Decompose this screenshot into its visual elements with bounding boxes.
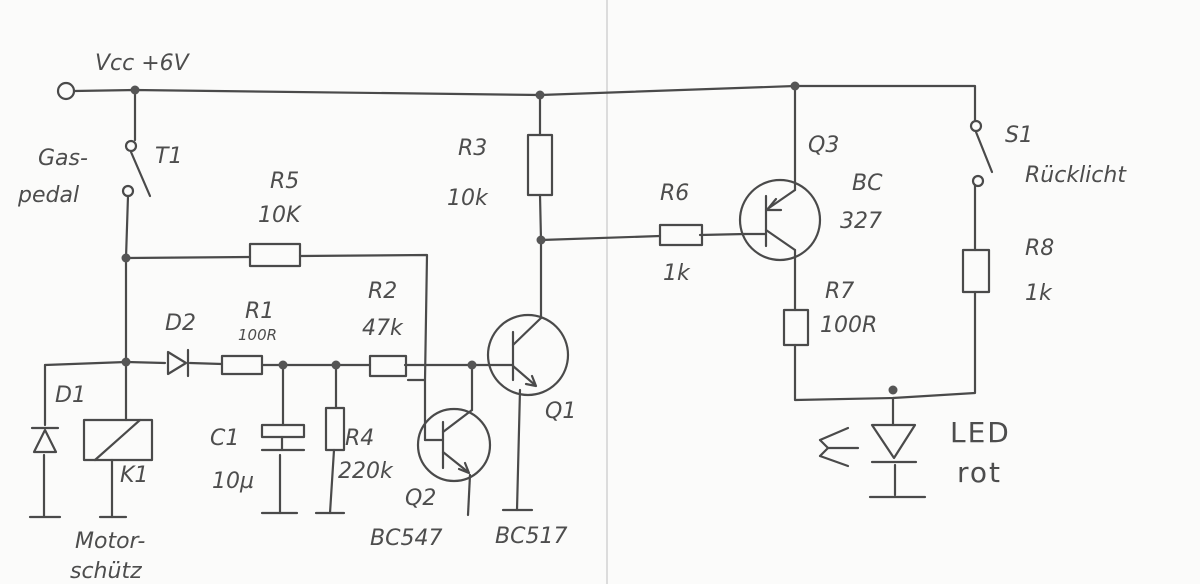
capacitor-c1 xyxy=(260,423,306,452)
relay-k1 xyxy=(82,418,154,462)
label-s1-desc: Rücklicht xyxy=(1025,163,1127,188)
resistor-r6 xyxy=(658,223,704,247)
label-r4-name: R4 xyxy=(345,426,374,451)
label-gas-1: Gas- xyxy=(38,146,88,171)
label-q3-name: Q3 xyxy=(808,133,839,158)
transistor-q2 xyxy=(416,407,492,483)
label-motor-2: schütz xyxy=(70,559,142,584)
label-r5-value: 10K xyxy=(258,203,302,228)
label-c1-name: C1 xyxy=(210,426,239,451)
label-r4-value: 220k xyxy=(338,459,394,484)
label-gas-2: pedal xyxy=(17,183,79,208)
labels: Vcc +6V T1 Gas- pedal R5 10K R3 10k R6 1… xyxy=(17,51,1127,584)
label-q2-name: Q2 xyxy=(405,486,436,511)
label-t1: T1 xyxy=(155,144,182,169)
label-q1-name: Q1 xyxy=(545,399,576,424)
label-r1-value: 100R xyxy=(238,326,277,344)
label-c1-value: 10µ xyxy=(212,469,254,494)
label-r8-name: R8 xyxy=(1025,236,1054,261)
label-r5-name: R5 xyxy=(270,169,299,194)
vcc-terminal xyxy=(56,81,76,101)
label-vcc: Vcc +6V xyxy=(95,51,191,76)
label-led: LED xyxy=(950,416,1011,449)
label-r2-value: 47k xyxy=(362,316,404,341)
label-r2-name: R2 xyxy=(368,279,397,304)
led-red xyxy=(818,423,918,468)
junction-dots xyxy=(121,81,898,395)
label-k1: K1 xyxy=(120,463,148,488)
resistor-r8 xyxy=(961,248,991,294)
transistor-q3 xyxy=(738,178,822,262)
resistor-r3 xyxy=(526,133,554,197)
resistor-r2 xyxy=(368,354,408,378)
label-r7-value: 100R xyxy=(820,313,877,338)
label-r3-name: R3 xyxy=(458,136,487,161)
label-r7-name: R7 xyxy=(825,279,854,304)
label-d1: D1 xyxy=(55,383,86,408)
switch-s1 xyxy=(969,119,994,188)
resistor-r1 xyxy=(220,354,264,376)
label-r1-name: R1 xyxy=(245,299,274,324)
label-r6-value: 1k xyxy=(663,261,691,286)
label-s1-name: S1 xyxy=(1005,123,1033,148)
label-q2-type: BC547 xyxy=(370,526,442,551)
label-d2: D2 xyxy=(165,311,196,336)
resistor-r4 xyxy=(324,406,346,452)
label-r8-value: 1k xyxy=(1025,281,1053,306)
transistor-q1 xyxy=(486,313,570,397)
diode-d1 xyxy=(30,426,60,454)
diode-d2 xyxy=(166,348,190,378)
label-q3-type-1: BC xyxy=(852,171,883,196)
label-q3-type-2: 327 xyxy=(840,209,882,234)
label-q1-type: BC517 xyxy=(495,524,567,549)
switch-t1 xyxy=(121,139,152,198)
label-r6-name: R6 xyxy=(660,181,689,206)
resistor-r7 xyxy=(782,308,810,347)
resistor-r5 xyxy=(248,242,302,268)
label-r3-value: 10k xyxy=(447,186,489,211)
label-motor-1: Motor- xyxy=(75,529,145,554)
label-led-color: rot xyxy=(957,456,1002,489)
